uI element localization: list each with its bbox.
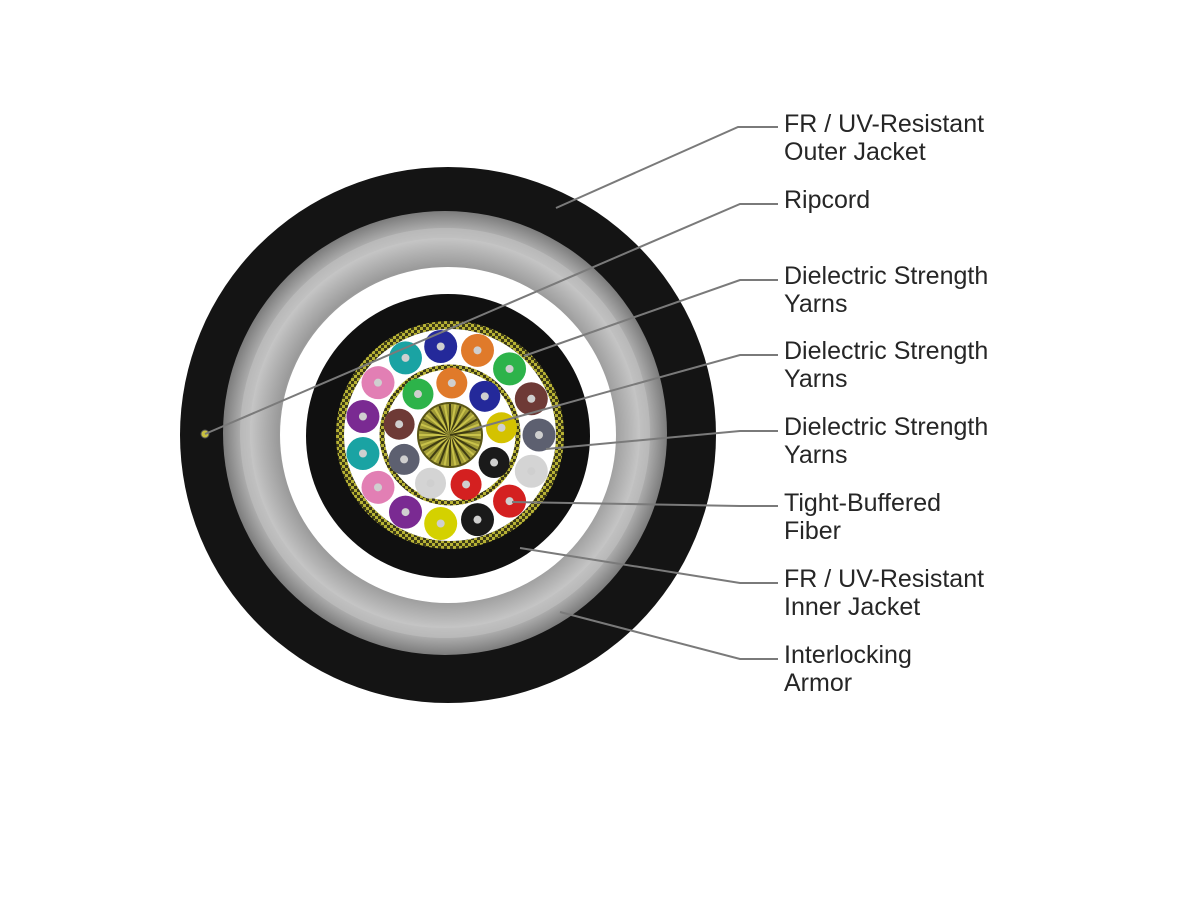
central-yarn-texture: [419, 404, 481, 466]
fiber-core: [413, 390, 422, 399]
fiber-core: [436, 342, 445, 351]
fiber-core: [426, 479, 435, 488]
fiber-core: [535, 431, 543, 439]
fiber: [424, 329, 458, 363]
core-yarn-strand: [449, 428, 481, 436]
fiber-core: [447, 379, 456, 388]
leader-line-strength-yarns-3: [545, 430, 778, 450]
fiber: [478, 447, 510, 479]
fiber: [522, 418, 556, 452]
fiber: [469, 380, 501, 412]
label-strength-yarns-2: Dielectric Strength Yarns: [784, 337, 1184, 393]
leader-line-tight-buffered-fiber: [511, 501, 778, 507]
label-line: Tight-Buffered: [784, 489, 942, 517]
fiber: [450, 468, 482, 500]
fiber-core: [497, 423, 506, 432]
fiber: [389, 495, 422, 529]
fiber-core: [401, 353, 410, 362]
label-line: Outer Jacket: [784, 138, 926, 166]
fiber: [361, 366, 395, 400]
fiber-core: [473, 515, 482, 524]
fiber-core: [480, 392, 489, 401]
fiber-core: [373, 378, 382, 387]
fiber-core: [436, 519, 445, 528]
fiber-core: [462, 480, 471, 489]
fiber: [493, 484, 527, 518]
label-line: Inner Jacket: [784, 593, 921, 621]
fiber-core: [505, 364, 514, 373]
fiber-core: [400, 455, 409, 464]
armor-highlight: [240, 228, 650, 638]
strength-yarn-middle-ring: [379, 364, 521, 506]
fiber-core: [358, 412, 367, 421]
fiber: [493, 352, 527, 386]
label-line: Dielectric Strength: [784, 262, 989, 290]
fiber-core: [505, 497, 514, 506]
fiber-core: [490, 458, 499, 467]
label-strength-yarns-3: Dielectric Strength Yarns: [784, 413, 1184, 469]
label-line: Fiber: [784, 517, 841, 545]
leader-line-ripcord: [204, 203, 778, 435]
fiber: [424, 507, 458, 541]
fiber: [402, 378, 434, 410]
label-line: Yarns: [784, 441, 848, 469]
fiber-core: [373, 483, 382, 492]
fiber: [514, 382, 548, 416]
fiber: [514, 454, 548, 488]
label-line: Yarns: [784, 290, 848, 318]
label-interlocking-armor: Interlocking Armor: [784, 641, 1184, 697]
fiber: [415, 467, 447, 499]
label-tight-buffered-fiber: Tight-Buffered Fiber: [784, 489, 1184, 545]
leader-line-strength-yarns-1: [523, 279, 778, 357]
fiber: [361, 470, 395, 504]
leader-lines: [204, 126, 778, 660]
fiber: [461, 333, 495, 367]
label-line: Armor: [784, 669, 853, 697]
label-line: Ripcord: [784, 186, 871, 214]
fiber-core: [527, 467, 536, 476]
fiber: [346, 437, 380, 471]
label-line: Dielectric Strength: [784, 337, 989, 365]
label-inner-jacket: FR / UV-Resistant Inner Jacket: [784, 565, 1184, 621]
label-line: Interlocking: [784, 641, 912, 669]
fiber: [389, 341, 422, 375]
label-line: FR / UV-Resistant: [784, 110, 985, 138]
tight-buffered-fibers: [346, 329, 556, 541]
leader-line-strength-yarns-2: [469, 354, 778, 431]
fiber-core: [358, 449, 367, 458]
label-line: FR / UV-Resistant: [784, 565, 985, 593]
leader-line-outer-jacket: [555, 126, 778, 209]
label-ripcord: Ripcord: [784, 186, 1184, 214]
label-line: Yarns: [784, 365, 848, 393]
fiber: [485, 412, 517, 444]
fiber-core: [527, 394, 536, 403]
leader-line-inner-jacket: [519, 547, 778, 584]
leader-line-interlocking-armor: [559, 611, 778, 660]
label-strength-yarns-1: Dielectric Strength Yarns: [784, 262, 1184, 318]
fiber: [383, 408, 415, 440]
fiber: [388, 443, 420, 475]
fiber-core: [473, 346, 482, 355]
fiber: [346, 399, 380, 433]
strength-yarn-outer-ring: [336, 321, 564, 549]
label-outer-jacket: FR / UV-Resistant Outer Jacket: [784, 110, 1184, 166]
fiber-core: [401, 508, 410, 517]
fiber: [461, 503, 495, 537]
fiber-core: [395, 420, 404, 429]
label-line: Dielectric Strength: [784, 413, 989, 441]
fiber: [436, 367, 468, 399]
